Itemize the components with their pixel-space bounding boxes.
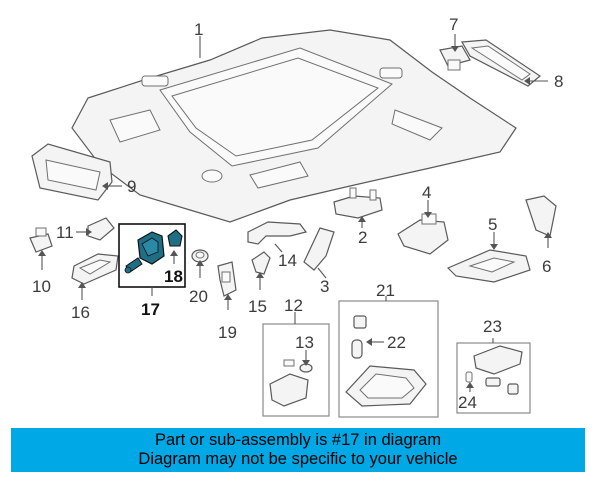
banner-line-1: Part or sub-assembly is #17 in diagram	[154, 431, 442, 449]
clip-part-11[interactable]	[87, 217, 115, 241]
headliner-part[interactable]	[71, 29, 517, 223]
callout-9: 9	[127, 177, 136, 196]
grab-handle-part-14[interactable]	[247, 221, 308, 245]
switch-panel-part-16[interactable]	[71, 253, 119, 285]
bracket-part-10[interactable]	[29, 227, 53, 253]
callout-2: 2	[358, 228, 367, 247]
pillar-trim-part-3[interactable]	[303, 227, 335, 271]
lamp-part-24[interactable]	[465, 345, 523, 395]
callout-22: 22	[387, 333, 406, 352]
callout-15: 15	[248, 297, 267, 316]
exploded-parts-diagram: 1 7 8 9 10 11 16	[29, 15, 563, 418]
banner-line-2: Diagram may not be specific to your vehi…	[138, 450, 458, 468]
callout-10: 10	[32, 277, 51, 296]
trim-panel-part-5[interactable]	[446, 249, 531, 283]
trim-panel-part-6[interactable]	[525, 195, 557, 237]
callout-4: 4	[422, 183, 431, 202]
callout-1: 1	[194, 20, 203, 39]
group-21-frame	[338, 300, 439, 418]
grommet-part-20[interactable]	[191, 249, 209, 263]
callout-11: 11	[56, 223, 74, 242]
callout-16: 16	[71, 303, 90, 322]
bracket-part-19[interactable]	[217, 261, 237, 297]
callout-20: 20	[189, 287, 208, 306]
console-part-4[interactable]	[397, 213, 449, 255]
callout-13: 13	[295, 333, 314, 352]
group-12-frame	[262, 323, 330, 417]
info-banner: Part or sub-assembly is #17 in diagram D…	[11, 428, 585, 472]
bracket-part-2[interactable]	[333, 187, 383, 219]
lamp-part-13[interactable]	[269, 359, 313, 407]
clip-part-15[interactable]	[251, 251, 271, 275]
callout-14: 14	[278, 251, 297, 270]
sun-visor-part-9[interactable]	[31, 143, 113, 201]
callout-7: 7	[449, 15, 458, 34]
dome-light-part-22[interactable]	[345, 315, 427, 407]
callout-6: 6	[542, 257, 551, 276]
callout-5: 5	[488, 215, 497, 234]
highlighted-part-17[interactable]	[124, 229, 183, 274]
callout-24: 24	[458, 393, 477, 412]
callout-17: 17	[141, 300, 160, 319]
callout-21: 21	[376, 281, 395, 300]
callout-19: 19	[218, 323, 237, 342]
callout-8: 8	[554, 72, 563, 91]
callout-23: 23	[483, 317, 502, 336]
callout-3: 3	[320, 277, 329, 296]
callout-18: 18	[164, 267, 183, 286]
callout-12: 12	[284, 296, 303, 315]
